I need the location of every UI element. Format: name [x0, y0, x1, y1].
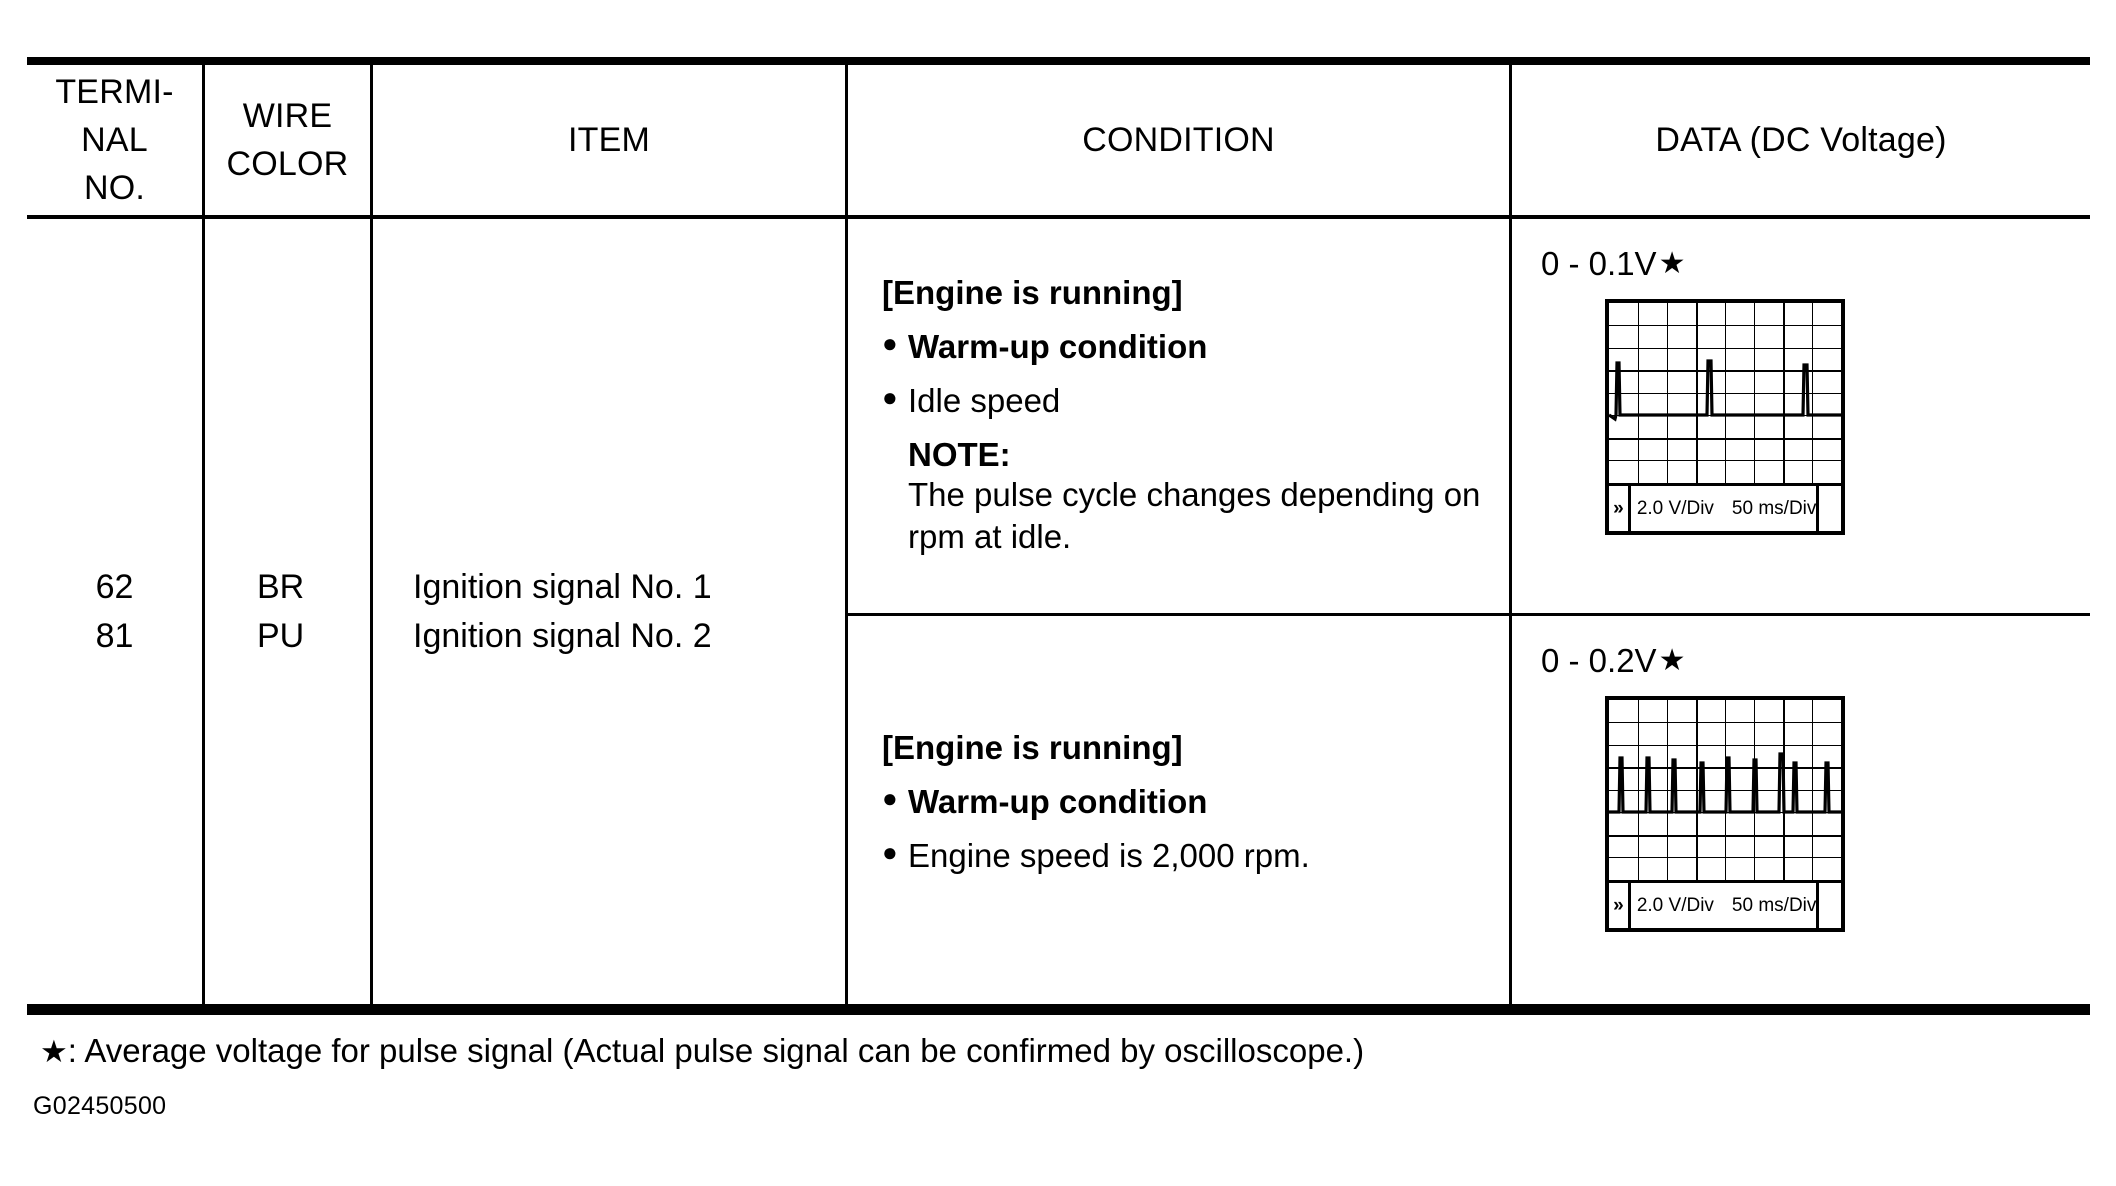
condition-1-heading: [Engine is running]: [882, 273, 1183, 311]
bullet-dot-icon: ●: [882, 381, 898, 412]
condition-2-bullet-2: ● Engine speed is 2,000 rpm.: [882, 837, 1509, 875]
data-2-voltage-row: 0 - 0.2V ★: [1541, 642, 2090, 680]
document-code: G02450500: [33, 1092, 167, 1120]
column-divider-4: [1509, 65, 1512, 1012]
header-wire-color: WIRE COLOR: [205, 65, 370, 215]
cell-data-2: 0 - 0.2V ★: [1512, 616, 2090, 1004]
header-item-label: ITEM: [567, 120, 650, 159]
condition-2-heading: [Engine is running]: [882, 729, 1183, 766]
cell-wire-color: BR PU: [205, 219, 370, 1004]
table-top-border: [27, 57, 2090, 65]
time-per-div-label: 50 ms/Div: [1731, 894, 1817, 916]
condition-1-bullet-1-text: Warm-up condition: [908, 327, 1208, 365]
data-2-voltage-value: 0 - 0.2V: [1541, 642, 1657, 679]
condition-1-bullet-1: ● Warm-up condition: [882, 328, 1509, 366]
cell-terminal-no: 62 81: [27, 219, 202, 1004]
item-value: Ignition signal No. 1 Ignition signal No…: [413, 568, 712, 655]
bullet-dot-icon: ●: [882, 327, 898, 358]
table-bottom-border: [27, 1004, 2090, 1015]
data-1-voltage-row: 0 - 0.1V ★: [1541, 245, 2090, 283]
table-header-divider: [27, 215, 2090, 219]
chevron-right-icon: »: [1609, 486, 1631, 531]
cell-data-1: 0 - 0.1V ★: [1512, 219, 2090, 613]
row-sub-divider: [845, 613, 2090, 616]
oscilloscope-trace-2: [1609, 752, 1841, 814]
star-icon: ★: [1658, 247, 1686, 280]
condition-1-bullet-2: ● Idle speed: [882, 382, 1509, 420]
header-condition: CONDITION: [848, 65, 1509, 215]
volts-per-div-label: 2.0 V/Div: [1636, 894, 1714, 916]
oscilloscope-display-2: » 2.0 V/Div 50 ms/Div: [1605, 696, 1845, 932]
column-divider-2: [370, 65, 373, 1012]
condition-1-note-title: NOTE:: [908, 435, 1011, 473]
header-data-label: DATA (DC Voltage): [1655, 120, 1947, 159]
star-icon: ★: [1658, 644, 1686, 677]
header-wire-color-label: WIRE COLOR: [226, 96, 349, 183]
time-per-div-label: 50 ms/Div: [1731, 497, 1817, 519]
oscilloscope-grid-1: [1609, 303, 1841, 483]
terminal-no-value: 62 81: [95, 568, 134, 655]
footnote: ★ : Average voltage for pulse signal (Ac…: [40, 1032, 1364, 1070]
footnote-text: : Average voltage for pulse signal (Actu…: [67, 1032, 1365, 1069]
condition-2-bullet-1-text: Warm-up condition: [908, 783, 1208, 820]
data-1-voltage-value: 0 - 0.1V: [1541, 245, 1657, 282]
condition-2-bullet-1: ● Warm-up condition: [882, 783, 1509, 821]
header-terminal-no: TERMI- NAL NO.: [27, 65, 202, 215]
condition-1-bullet-2-text: Idle speed: [908, 381, 1061, 419]
terminal-data-table: TERMI- NAL NO. WIRE COLOR ITEM CONDITION…: [27, 57, 2090, 1015]
header-terminal-no-label: TERMI- NAL NO.: [55, 72, 174, 208]
header-condition-label: CONDITION: [1082, 120, 1275, 159]
column-divider-3: [845, 65, 848, 1012]
condition-2-bullet-2-text: Engine speed is 2,000 rpm.: [908, 837, 1310, 874]
header-item: ITEM: [373, 65, 845, 215]
scope-end-box: [1816, 883, 1841, 928]
oscilloscope-footer-1: » 2.0 V/Div 50 ms/Div: [1609, 483, 1841, 531]
bullet-dot-icon: ●: [882, 783, 898, 813]
volts-per-div-label: 2.0 V/Div: [1636, 497, 1714, 519]
cell-condition-1: [Engine is running] ● Warm-up condition …: [848, 219, 1509, 613]
condition-1-note: NOTE: The pulse cycle changes depending …: [908, 436, 1509, 558]
wire-color-value: BR PU: [257, 568, 305, 655]
oscilloscope-footer-2: » 2.0 V/Div 50 ms/Div: [1609, 880, 1841, 928]
cell-item: Ignition signal No. 1 Ignition signal No…: [373, 219, 845, 1004]
cell-condition-2: [Engine is running] ● Warm-up condition …: [848, 616, 1509, 1004]
oscilloscope-display-1: » 2.0 V/Div 50 ms/Div: [1605, 299, 1845, 535]
chevron-right-icon: »: [1609, 883, 1631, 928]
bullet-dot-icon: ●: [882, 837, 898, 867]
scope-end-box: [1816, 486, 1841, 531]
condition-1-note-body: The pulse cycle changes depending on rpm…: [908, 475, 1481, 555]
header-data: DATA (DC Voltage): [1512, 65, 2090, 215]
column-divider-1: [202, 65, 205, 1012]
oscilloscope-trace-1: [1609, 359, 1841, 422]
star-icon: ★: [40, 1034, 68, 1069]
